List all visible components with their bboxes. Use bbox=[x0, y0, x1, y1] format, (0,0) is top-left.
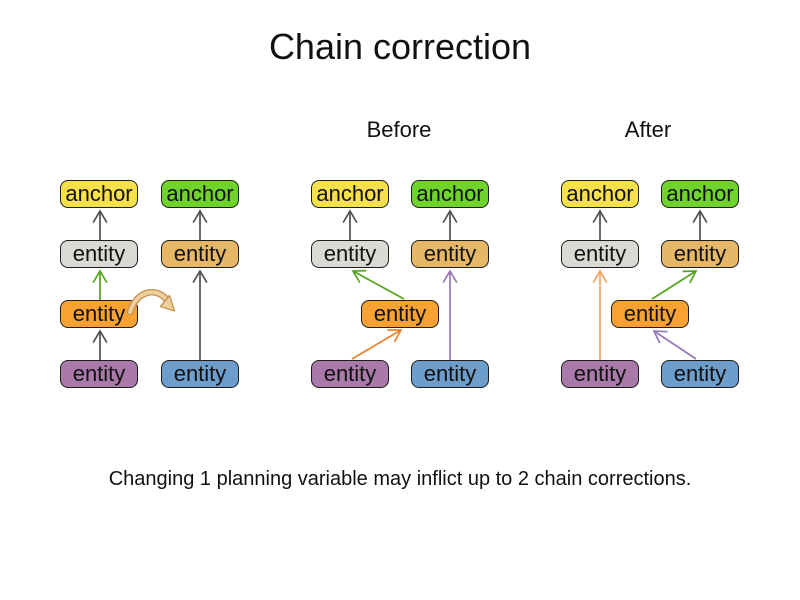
node-entity: entity bbox=[361, 300, 439, 328]
node-entity: entity bbox=[661, 360, 739, 388]
node-entity: entity bbox=[311, 240, 389, 268]
node-anchor: anchor bbox=[161, 180, 239, 208]
node-anchor: anchor bbox=[60, 180, 138, 208]
node-entity: entity bbox=[411, 360, 489, 388]
node-entity: entity bbox=[60, 240, 138, 268]
after-label: After bbox=[624, 117, 672, 142]
node-entity: entity bbox=[60, 360, 138, 388]
node-entity: entity bbox=[561, 240, 639, 268]
node-entity: entity bbox=[311, 360, 389, 388]
node-entity: entity bbox=[161, 240, 239, 268]
node-anchor: anchor bbox=[561, 180, 639, 208]
caption-text: Changing 1 planning variable may inflict… bbox=[108, 468, 692, 490]
node-entity: entity bbox=[161, 360, 239, 388]
node-entity: entity bbox=[611, 300, 689, 328]
node-entity: entity bbox=[661, 240, 739, 268]
node-entity: entity bbox=[411, 240, 489, 268]
page-title: Chain correction bbox=[268, 26, 532, 67]
node-anchor: anchor bbox=[411, 180, 489, 208]
before-label: Before bbox=[366, 117, 432, 142]
node-anchor: anchor bbox=[661, 180, 739, 208]
node-entity: entity bbox=[561, 360, 639, 388]
node-entity: entity bbox=[60, 300, 138, 328]
node-anchor: anchor bbox=[311, 180, 389, 208]
